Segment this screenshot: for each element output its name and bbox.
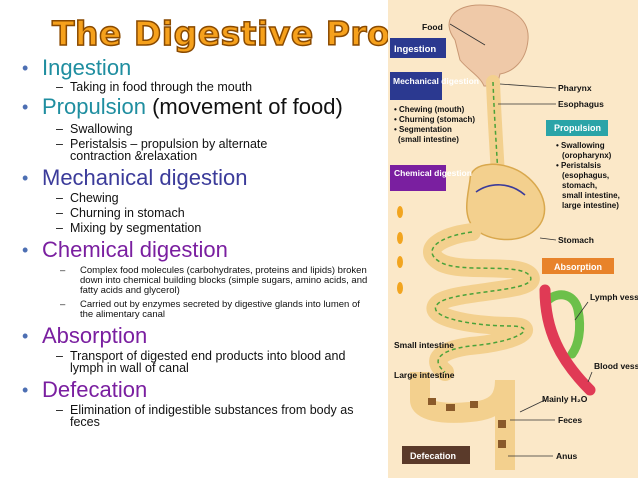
- head-silhouette: [448, 4, 529, 87]
- heading-absorption: Absorption: [42, 323, 148, 348]
- churning-arrow: [475, 184, 526, 196]
- item-absorption-1: –Transport of digested end products into…: [56, 349, 346, 375]
- bullet-ingestion: • Ingestion: [22, 55, 392, 80]
- large-intestine: [410, 372, 515, 470]
- propulsion-item-4: (esophagus,: [562, 171, 609, 180]
- box-ingestion: [390, 38, 446, 58]
- heading-propulsion-extra: (movement of food): [152, 94, 343, 119]
- bullet-mechanical: • Mechanical digestion: [22, 165, 392, 190]
- heading-chemical: Chemical digestion: [42, 237, 228, 262]
- item-mechanical-2: –Churning in stomach: [56, 206, 185, 220]
- stomach-shape: [466, 163, 546, 241]
- bullet-chemical: • Chemical digestion: [22, 237, 392, 262]
- box-chemical-label: Chemical digestion: [394, 168, 472, 178]
- propulsion-item-5: stomach,: [562, 181, 597, 190]
- item-ingestion-1: –Taking in food through the mouth: [56, 80, 253, 94]
- box-absorption: [542, 258, 614, 274]
- heading-ingestion: Ingestion: [42, 55, 132, 80]
- propulsion-item-7: large intestine): [562, 201, 619, 210]
- box-ingestion-label: Ingestion: [394, 44, 436, 55]
- bullet-defecation: • Defecation: [22, 377, 392, 402]
- label-blood-vessel: Blood vessel: [594, 361, 638, 371]
- process-list: • Ingestion –Taking in food through the …: [22, 55, 392, 429]
- bullet-dot: •: [22, 240, 29, 260]
- item-defecation-1: –Elimination of indigestible substances …: [56, 403, 354, 429]
- esophagus-peristalsis: [492, 81, 499, 176]
- propulsion-item-6: small intestine,: [562, 191, 620, 200]
- bullet-absorption: • Absorption: [22, 323, 392, 348]
- item-chemical-1: –Complex food molecules (carbohydrates, …: [60, 265, 368, 296]
- label-lymph-vessel: Lymph vessel: [590, 292, 638, 302]
- leader-lines: [449, 23, 593, 457]
- bullet-propulsion: • Propulsion (movement of food): [22, 94, 392, 119]
- label-pharynx: Pharynx: [558, 83, 592, 93]
- bullet-dot: •: [22, 168, 29, 188]
- box-defecation-label: Defecation: [410, 451, 456, 461]
- mechanical-item-4: (small intestine): [398, 135, 459, 144]
- propulsion-item-1: • Swallowing: [556, 141, 605, 150]
- item-propulsion-2: –Peristalsis – propulsion by alternate c…: [56, 137, 268, 163]
- bullet-dot: •: [22, 97, 29, 117]
- label-mainly-h2o: Mainly H₂O: [542, 394, 588, 404]
- box-chemical: [390, 165, 446, 191]
- mechanical-item-2: • Churning (stomach): [394, 115, 475, 124]
- mechanical-item-3: • Segmentation: [394, 125, 452, 134]
- heading-propulsion: Propulsion: [42, 94, 146, 119]
- bullet-dot: •: [22, 380, 29, 400]
- item-mechanical-1: –Chewing: [56, 191, 119, 205]
- box-mechanical: [390, 72, 442, 100]
- bullet-dot: •: [22, 326, 29, 346]
- lymph-vessel-shape: [543, 290, 585, 359]
- mechanical-item-1: • Chewing (mouth): [394, 105, 465, 114]
- label-anus: Anus: [556, 451, 578, 461]
- box-propulsion: [546, 120, 608, 136]
- bullet-dot: •: [22, 58, 29, 78]
- enzyme-drops: [397, 206, 403, 294]
- box-defecation: [402, 446, 470, 464]
- box-absorption-label: Absorption: [554, 262, 602, 272]
- label-food: Food: [422, 22, 443, 32]
- propulsion-item-2: (oropharynx): [562, 151, 612, 160]
- box-propulsion-label: Propulsion: [554, 123, 601, 133]
- label-feces: Feces: [558, 415, 582, 425]
- label-stomach: Stomach: [558, 235, 594, 245]
- label-esophagus: Esophagus: [558, 99, 604, 109]
- blood-vessel-shape: [539, 284, 596, 396]
- item-mechanical-3: –Mixing by segmentation: [56, 221, 202, 235]
- propulsion-item-3: • Peristalsis: [556, 161, 602, 170]
- item-propulsion-1: –Swallowing: [56, 122, 133, 136]
- feces-marks: [428, 398, 506, 448]
- box-mechanical-label: Mechanical digestion: [393, 76, 479, 86]
- label-large-intestine: Large intestine: [394, 370, 455, 380]
- heading-defecation: Defecation: [42, 377, 148, 402]
- item-chemical-2: –Carried out by enzymes secreted by dige…: [60, 299, 360, 320]
- heading-mechanical: Mechanical digestion: [42, 165, 248, 190]
- label-small-intestine: Small intestine: [394, 340, 454, 350]
